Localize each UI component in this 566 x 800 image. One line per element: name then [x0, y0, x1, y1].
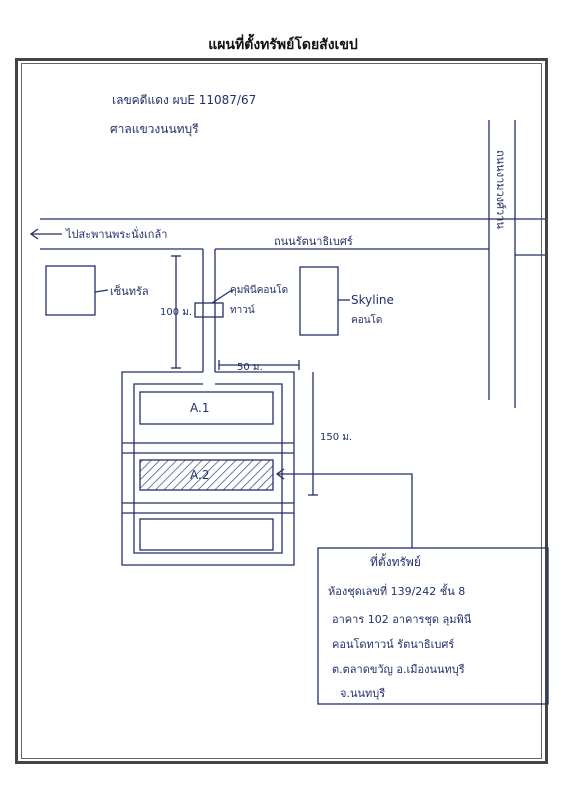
location-line-1: ห้องชุดเลขที่ 139/242 ชั้น 8 — [328, 583, 465, 598]
building-a1 — [139, 391, 274, 425]
location-line-3: คอนโดทาวน์ รัตนาธิเบศร์ — [332, 637, 454, 651]
compound-inner — [133, 383, 283, 554]
location-line-4: ต.ตลาดขวัญ อ.เมืองนนทบุรี — [332, 663, 465, 676]
distance-100: 100 ม. — [160, 307, 192, 318]
location-line-5: จ.นนทบุรี — [340, 687, 385, 700]
road-west-arrow-label: ไปสะพานพระนั่งเกล้า — [65, 226, 167, 241]
landmark-label-2: ทาวน์ — [230, 304, 255, 316]
vertical-road-label: ถนนงามวงศ์วาน — [494, 150, 507, 229]
building-left-label: เซ็นทรัล — [110, 284, 149, 298]
compound-outer — [121, 371, 295, 566]
pointer-line — [277, 473, 413, 548]
pointer-arrow-icon — [275, 468, 285, 480]
header-line-2: ศาลแขวงนนทบุรี — [110, 122, 199, 137]
skyline-building — [299, 266, 339, 336]
location-line-2: อาคาร 102 อาคารชุด ลุมพินี — [332, 613, 472, 626]
landmark-label-1: คุมพินีคอนโด — [230, 283, 288, 296]
building-a2-label: A.2 — [190, 468, 209, 482]
building-left — [45, 265, 96, 316]
skyline-label-2: คอนโด — [351, 313, 382, 326]
distance-150: 150 ม. — [320, 432, 352, 443]
landmark-building — [194, 302, 224, 318]
distance-50: 50 ม. — [237, 362, 263, 373]
building-a2 — [139, 459, 274, 491]
main-road-label: ถนนรัตนาธิเบศร์ — [274, 235, 353, 248]
skyline-label-1: Skyline — [351, 293, 394, 307]
page-title: แผนที่ตั้งทรัพย์โดยสังเขป — [208, 37, 358, 53]
location-box-title: ที่ตั้งทรัพย์ — [370, 553, 421, 569]
location-box — [317, 547, 549, 705]
building-a3 — [139, 518, 274, 551]
header-line-1: เลขคดีแดง ผบE 11087/67 — [112, 93, 256, 107]
building-a1-label: A.1 — [190, 401, 209, 415]
page-border-outer — [15, 58, 548, 764]
page-border-inner — [21, 63, 542, 759]
